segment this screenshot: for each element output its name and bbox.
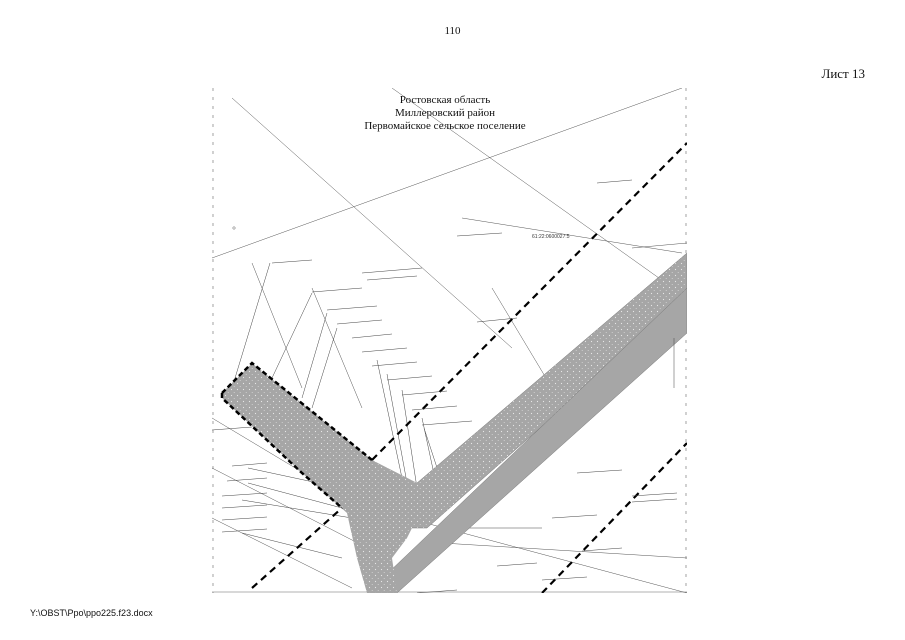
- parcel-boundary-south: [220, 393, 343, 509]
- region-title: Ростовская область Миллеровский район Пе…: [335, 94, 555, 133]
- boundary-line-lower-right: [541, 442, 687, 593]
- page-number: 110: [444, 25, 461, 37]
- sheet-label: Лист 13: [821, 66, 865, 81]
- boundary-line-upper: [371, 142, 687, 461]
- illegible-labels: [212, 179, 678, 593]
- region-settlement: Первомайское сельское поселение: [364, 120, 526, 132]
- survey-point: [232, 226, 236, 230]
- cadastral-map: 61:22:0600027:5: [212, 88, 687, 593]
- parcel-boundary-north: [221, 361, 373, 461]
- region-district: Миллеровский район: [394, 107, 496, 119]
- region-oblast: Ростовская область: [399, 94, 491, 106]
- parcel-lines: [212, 88, 687, 593]
- parcel-label: 61:22:0600027:5: [532, 234, 570, 240]
- highlighted-parcel-fill: [222, 363, 427, 593]
- boundary-line-lower-left: [251, 507, 343, 589]
- file-path: Y:\OBST\Ppo\ppo225.f23.docx: [30, 608, 153, 618]
- road-lower-band: [366, 287, 687, 593]
- map-canvas: 61:22:0600027:5: [212, 88, 687, 593]
